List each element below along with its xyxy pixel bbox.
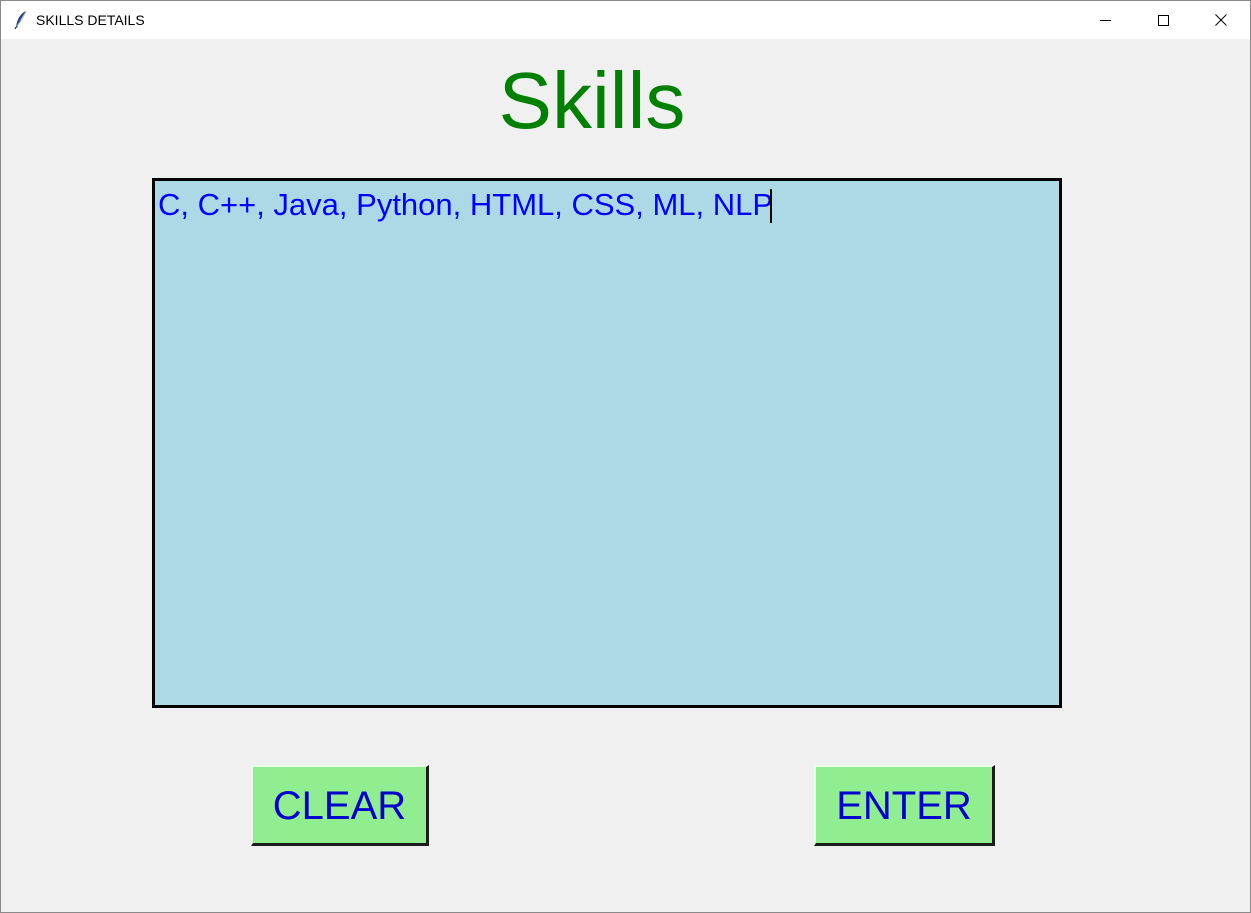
minimize-icon	[1100, 20, 1111, 21]
close-icon	[1215, 14, 1227, 26]
maximize-icon	[1158, 15, 1169, 26]
enter-button[interactable]: ENTER	[814, 765, 995, 846]
maximize-button[interactable]	[1134, 1, 1192, 39]
window-title: SKILLS DETAILS	[36, 12, 145, 28]
page-title: Skills	[498, 56, 686, 145]
title-bar[interactable]: SKILLS DETAILS	[1, 1, 1250, 39]
close-button[interactable]	[1192, 1, 1250, 39]
text-caret	[770, 189, 772, 223]
clear-button-label: CLEAR	[272, 783, 407, 828]
enter-button-label: ENTER	[836, 783, 972, 828]
minimize-button[interactable]	[1076, 1, 1134, 39]
skills-textarea[interactable]: C, C++, Java, Python, HTML, CSS, ML, NLP	[152, 178, 1062, 708]
feather-icon	[13, 10, 29, 30]
clear-button[interactable]: CLEAR	[251, 765, 429, 846]
skills-text: C, C++, Java, Python, HTML, CSS, ML, NLP	[158, 187, 774, 222]
